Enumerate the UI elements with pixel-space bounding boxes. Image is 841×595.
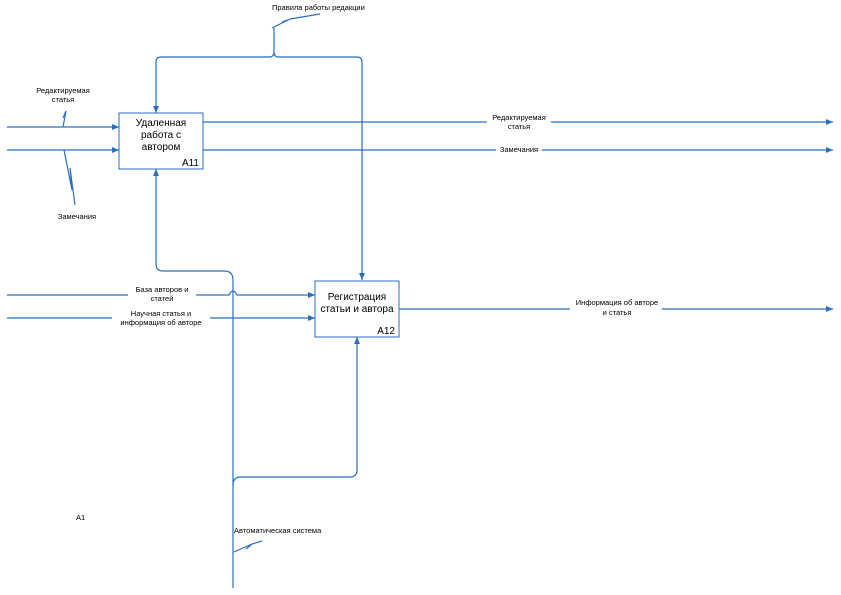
label-output-edited-2: статья [508, 122, 531, 131]
diagram-page-id: A1 [76, 513, 85, 522]
label-input-article-2: информация об авторе [120, 318, 201, 327]
label-input-edited-1: Редактируемая [36, 86, 90, 95]
label-input-edited-2: статья [52, 95, 75, 104]
box-a11-id: A11 [182, 158, 199, 169]
label-input-remarks: Замечания [58, 212, 96, 221]
label-mechanism: Автоматическая система [234, 526, 322, 535]
activity-box-a12[interactable]: Регистрация статьи и автора A12 [314, 280, 400, 338]
label-output-remarks: Замечания [500, 145, 538, 154]
box-a12-line1: Регистрация [328, 292, 386, 303]
box-a12-line2: статьи и автора [320, 304, 394, 315]
label-output-info-2: и статья [603, 308, 632, 317]
mechanism-arrow[interactable] [153, 169, 360, 588]
control-arrow-rules[interactable] [153, 13, 365, 280]
label-input-article-1: Научная статья и [131, 309, 191, 318]
label-input-base-1: База авторов и [136, 285, 189, 294]
label-output-info-1: Информация об авторе [576, 298, 658, 307]
input-arrow-edited-article[interactable] [7, 110, 119, 130]
label-input-base-2: статей [151, 294, 174, 303]
box-a11-line3: автором [142, 142, 181, 153]
input-arrow-remarks[interactable] [7, 147, 119, 206]
box-a11-line2: работа с [141, 129, 181, 141]
box-a11-line1: Удаленная [136, 118, 186, 129]
label-control-rules: Правила работы редакции [272, 3, 365, 12]
label-output-edited-1: Редактируемая [492, 113, 546, 122]
box-a12-id: A12 [377, 326, 395, 337]
activity-box-a11[interactable]: Удаленная работа с автором A11 [118, 112, 204, 170]
